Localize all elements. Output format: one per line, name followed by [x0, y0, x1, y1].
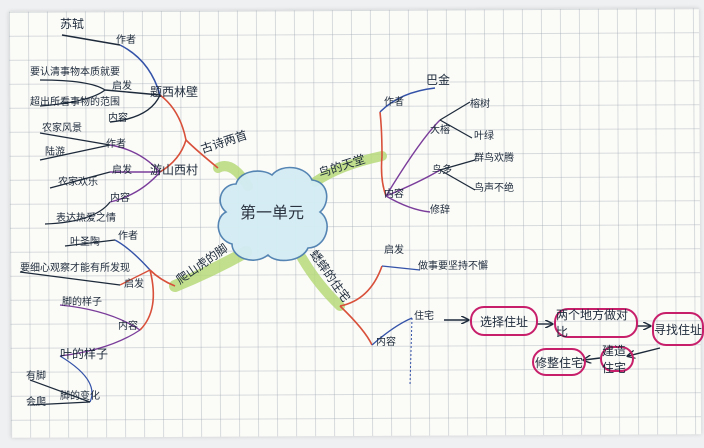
bird-author: 作者: [384, 97, 404, 108]
cricket-work: 住宅: [414, 311, 434, 322]
bird-sub-1-b: 叶绿: [474, 131, 494, 142]
sub-poem-1-inspire-text-2: 超出所看事物的范围: [30, 97, 120, 108]
flow-step-4: 建造住宅: [600, 344, 634, 375]
bird-sub-2: 鸟多: [432, 165, 452, 176]
cricket-content: 内容: [376, 337, 396, 348]
sub-poem-2-item-5: 表达热爱之情: [56, 213, 116, 224]
sub-poem-1-content: 内容: [108, 113, 128, 124]
ivy-author-name: 叶圣陶: [70, 237, 100, 248]
ivy-inspire: 启发: [124, 279, 144, 290]
bird-sub-1-a: 榕树: [470, 99, 490, 110]
bird-sub-1: 大榕: [430, 125, 450, 136]
cricket-inspire-text: 做事要坚持不懈: [418, 261, 488, 272]
flow-step-3: 寻找住址: [652, 312, 704, 346]
sub-poem-1-inspire: 启发: [112, 81, 132, 92]
ivy-item-3: 有脚: [26, 371, 46, 382]
bird-sub-3: 修辞: [430, 205, 450, 216]
bird-author-name: 巴金: [426, 73, 451, 87]
ivy-item-1: 脚的样子: [62, 297, 102, 308]
flow-step-2: 两个地方做对比: [554, 308, 638, 339]
sub-poem-2-author: 作者: [106, 139, 126, 150]
sub-poem-2-item-2: 陆游: [45, 147, 65, 158]
ivy-author: 作者: [118, 231, 138, 242]
center-topic: 第一单元: [240, 203, 305, 222]
flow-step-1: 选择住址: [470, 306, 538, 336]
bird-content: 内容: [384, 189, 404, 200]
sub-poem-2-inspire: 启发: [112, 165, 132, 176]
sub-poem-2-item-1: 农家风景: [42, 123, 82, 134]
bird-sub-2-b: 鸟声不绝: [474, 183, 514, 194]
sub-poem-1-author: 作者: [116, 35, 136, 46]
sub-poem-2-item-3: 农家欢乐: [58, 177, 98, 188]
sub-poem-1-inspire-text-1: 要认清事物本质就要: [30, 67, 120, 78]
ivy-content: 内容: [118, 321, 138, 332]
flow-step-5: 修整住宅: [532, 348, 586, 376]
ivy-item-4: 会爬: [26, 397, 46, 408]
sub-poem-1-author-name: 苏轼: [60, 17, 85, 31]
sub-poem-1: 题西林壁: [150, 85, 199, 99]
sub-poem-2: 游山西村: [150, 163, 199, 177]
ivy-item-5: 脚的变化: [60, 391, 100, 402]
cricket-inspire: 启发: [384, 245, 404, 256]
ivy-inspire-text: 要细心观察才能有所发现: [20, 263, 130, 274]
bird-sub-2-a: 群鸟欢腾: [474, 153, 514, 164]
ivy-item-2: 叶的样子: [60, 347, 109, 361]
sub-poem-2-item-4: 内容: [110, 193, 130, 204]
